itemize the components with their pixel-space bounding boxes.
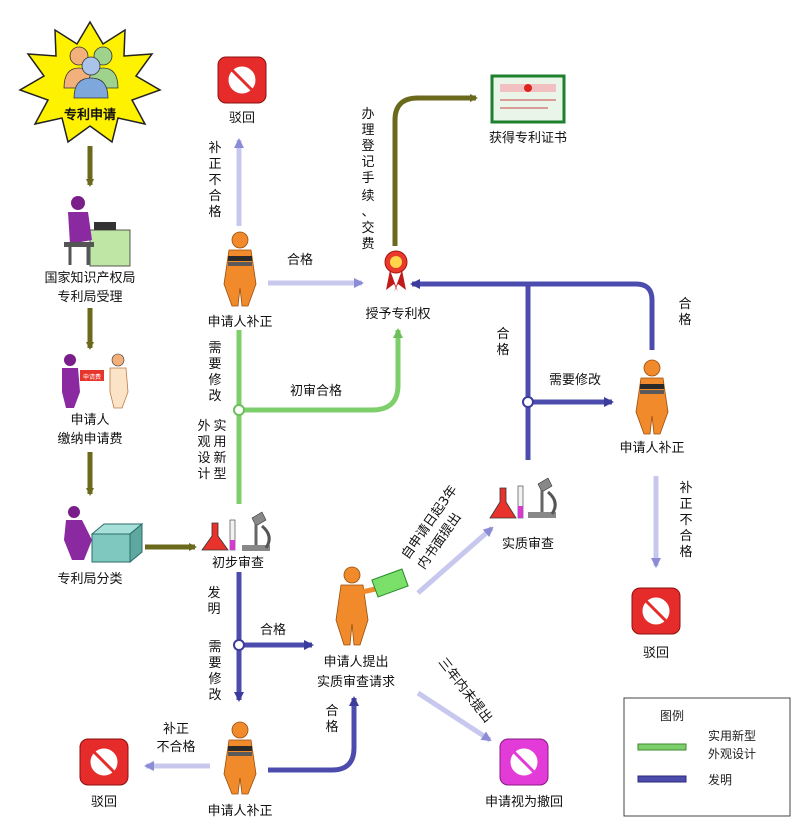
svg-text:申请人补正: 申请人补正 (619, 441, 684, 456)
reject-bottom-node: 驳回 (79, 738, 129, 810)
vlabel-invention: 发明 (207, 585, 220, 617)
lab-microscope-icon (489, 477, 557, 519)
legend: 图例 实用新型 外观设计 发明 (623, 697, 791, 817)
pay-fee-node: 申请费 申请人 缴纳申请费 (57, 353, 129, 447)
svg-text:国家知识产权局: 国家知识产权局 (44, 270, 135, 286)
rotated-edge-labels: 自申请日起3年 内书面提出 三年内未提出 (399, 483, 495, 726)
supplement-bottom-node: 申请人补正 (207, 721, 273, 819)
svg-text:需要修改: 需要修改 (549, 373, 601, 388)
patent-application-node: 专利申请 (18, 20, 162, 144)
svg-text:申请人: 申请人 (70, 413, 109, 428)
certificate-icon (490, 74, 566, 124)
person-with-books-icon (635, 359, 669, 435)
vlabel-pass-bottom: 合格 (325, 704, 338, 735)
vlabel-pass-right: 合格 (678, 297, 691, 328)
svg-text:外观设计: 外观设计 (708, 747, 756, 761)
vlabel-pass-vertical: 合格 (496, 327, 509, 358)
person-with-books-icon (223, 231, 257, 307)
office-clerk-icon (64, 196, 131, 267)
svg-text:驳回: 驳回 (643, 646, 669, 661)
svg-text:申请人补正: 申请人补正 (207, 315, 272, 330)
reject-right-node: 驳回 (631, 587, 681, 661)
fee-slip-text: 申请费 (83, 373, 101, 381)
svg-text:实用新型: 实用新型 (708, 728, 756, 743)
svg-text:申请视为撤回: 申请视为撤回 (485, 794, 563, 810)
vlabel-supp-fail-right: 补正不合格 (679, 481, 692, 560)
lab-microscope-icon (201, 511, 271, 551)
olive-flow-lines (86, 94, 478, 551)
edge-labels: 合格 初审合格 合格 需要修改 补正 不合格 (156, 252, 601, 755)
svg-text:实质审查请求: 实质审查请求 (317, 675, 395, 690)
svg-text:缴纳申请费: 缴纳申请费 (57, 432, 122, 447)
certificate-node: 获得专利证书 (489, 74, 567, 146)
svg-text:申请人补正: 申请人补正 (207, 804, 272, 819)
svg-text:授予专利权: 授予专利权 (365, 306, 430, 322)
svg-text:初审合格: 初审合格 (290, 383, 342, 399)
svg-text:发明: 发明 (708, 772, 732, 787)
svg-text:实质审查: 实质审查 (502, 537, 554, 552)
vlabel-utility-design-a: 外观设计 (197, 419, 210, 482)
vertical-edge-labels: 补正不合格 需要修改 外观设计 实用新型 发明 需要修改 办理登记手 续、交费 … (197, 107, 692, 735)
vlabel-need-modify-bottom: 需要修改 (208, 640, 221, 703)
invention-flow (233, 279, 655, 773)
office-accept-node: 国家知识产权局 专利局受理 (44, 196, 136, 305)
svg-text:合格: 合格 (260, 622, 286, 638)
handover-icon: 申请费 (62, 353, 129, 409)
substantive-exam-node: 实质审查 (489, 477, 557, 552)
person-with-document-icon (335, 566, 409, 646)
supplement-top-node: 申请人补正 (207, 231, 273, 330)
vlabel-supp-fail-top: 补正不合格 (208, 141, 221, 220)
classify-node: 专利局分类 (57, 506, 144, 587)
vlabel-register-fee: 办理登记手 (361, 107, 374, 186)
package-box-icon (64, 506, 144, 564)
people-icon (63, 46, 119, 99)
person-with-books-icon (223, 721, 257, 795)
svg-text:初步审查: 初步审查 (212, 556, 264, 571)
svg-text:申请人提出: 申请人提出 (323, 654, 388, 670)
withdrawn-node: 申请视为撤回 (485, 738, 563, 810)
award-ribbon-icon (384, 250, 408, 292)
svg-text:补正: 补正 (163, 722, 189, 737)
legend-swatch-invention (637, 775, 687, 783)
vlabel-register-fee-b: 续、交费 (361, 189, 374, 252)
supplement-right-node: 申请人补正 (619, 359, 685, 456)
patent-application-label: 专利申请 (64, 107, 116, 123)
svg-text:专利局受理: 专利局受理 (57, 290, 122, 305)
vlabel-utility-design-b: 实用新型 (213, 419, 226, 482)
svg-text:合格: 合格 (287, 252, 313, 268)
legend-swatch-utility (637, 743, 687, 751)
svg-text:不合格: 不合格 (156, 739, 195, 755)
svg-text:图例: 图例 (660, 709, 684, 723)
request-substantive-node: 申请人提出 实质审查请求 (317, 566, 409, 690)
grant-node: 授予专利权 (365, 250, 431, 322)
svg-text:驳回: 驳回 (91, 795, 117, 810)
svg-text:驳回: 驳回 (229, 111, 255, 126)
reject-top-node: 驳回 (217, 56, 267, 126)
svg-text:专利局分类: 专利局分类 (57, 572, 122, 587)
utility-design-flow (233, 328, 403, 504)
pale-flow-lines (144, 138, 661, 771)
svg-text:获得专利证书: 获得专利证书 (489, 130, 567, 146)
vlabel-need-modify-left: 需要修改 (208, 341, 221, 404)
label-not-within-3-years: 三年内未提出 (435, 655, 496, 726)
prelim-exam-node: 初步审查 (201, 511, 271, 571)
